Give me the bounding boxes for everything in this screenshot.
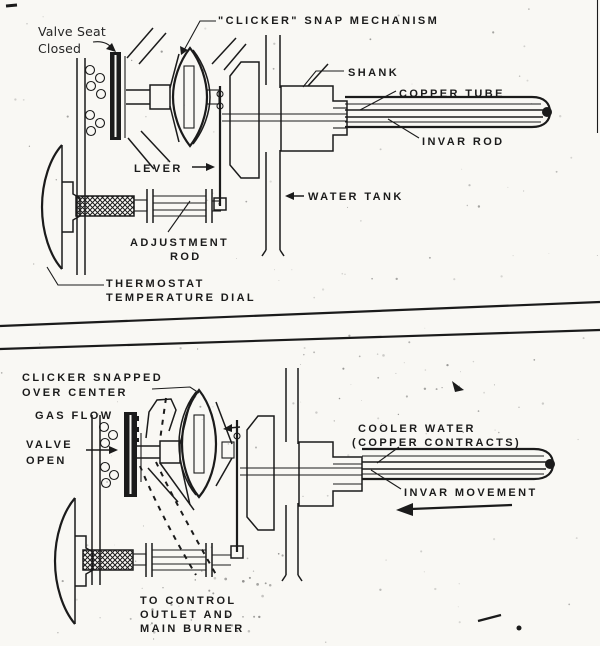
shank-assembly-bottom (246, 415, 363, 531)
lever (213, 86, 227, 211)
valve-stem (126, 53, 180, 143)
cooler-water-leader (376, 446, 400, 464)
valve-open-label-line2: OPEN (26, 455, 67, 467)
valve-seat-label-line1: Valve Seat (38, 24, 106, 39)
invar-movement-label: INVAR MOVEMENT (404, 487, 538, 499)
clicker-small-arrowhead-icon (223, 424, 232, 432)
to-control-label-line3: MAIN BURNER (140, 623, 245, 635)
valve-open-arrowhead-icon (109, 446, 118, 454)
cooler-water-label-line2: (COPPER CONTRACTS) (352, 437, 521, 449)
scan-artifacts (5, 0, 599, 631)
shank-label: SHANK (348, 67, 399, 79)
bottom-diagram-valve-open: CLICKER SNAPPED OVER CENTER GAS FLOW VAL… (22, 368, 555, 635)
valve-disc-open (124, 412, 142, 497)
valve-seat-label-line2: Closed (38, 41, 81, 56)
water-tank-wall-bottom (281, 368, 303, 582)
shank-leader (302, 70, 344, 88)
clicker-snapped-label-line1: CLICKER SNAPPED (22, 372, 163, 384)
water-tank-label: WATER TANK (308, 191, 404, 203)
top-diagram-valve-closed: Valve Seat Closed "CLICKER" SNAP MECHANI… (38, 15, 552, 304)
tube-tip-dot-bottom (545, 459, 555, 469)
gas-flow-label: GAS FLOW (35, 410, 113, 422)
bottom-leader-lines (86, 386, 513, 516)
valve-body-cutaway-lines (126, 27, 247, 170)
to-control-label-line1: TO CONTROL (140, 595, 237, 607)
thermostat-dial (40, 144, 81, 270)
lever-label: LEVER (134, 163, 183, 175)
thermostat-label-line1: THERMOSTAT (106, 278, 205, 290)
cooler-water-label-line1: COOLER WATER (358, 423, 476, 435)
valve-seat-closed (110, 52, 126, 140)
clicker-arrowhead-icon (180, 46, 188, 55)
clicker-snap-label: "CLICKER" SNAP MECHANISM (218, 15, 439, 27)
invar-push-rod-bottom (240, 467, 362, 476)
adjustment-leader (167, 200, 191, 233)
invar-rod-leader (387, 118, 420, 139)
thermostat-leader (46, 266, 104, 286)
invar-movement-leader (370, 469, 402, 490)
adjustment-label-line1: ADJUSTMENT (130, 237, 229, 249)
clicker-snapped-label-line2: OVER CENTER (22, 387, 128, 399)
invar-push-rod (222, 113, 347, 122)
invar-movement-arrow (410, 503, 513, 511)
clicker-snapped-leader (151, 386, 200, 394)
water-tank-arrowhead-icon (285, 192, 294, 200)
valve-spring-bottom (98, 421, 120, 489)
lever-bottom (230, 420, 244, 559)
to-control-label-line2: OUTLET AND (140, 609, 234, 621)
valve-seat-arrowhead-icon (106, 43, 116, 52)
adjustment-rod-assembly (75, 189, 221, 223)
adjustment-label-line2: ROD (170, 251, 202, 263)
clicker-disc (171, 46, 220, 148)
clicker-disc-snapped (178, 388, 235, 499)
gas-flow-dashed-lines (137, 397, 219, 579)
shank-assembly (229, 61, 348, 179)
lever-arrowhead-icon (206, 163, 215, 171)
valve-open-label-line1: VALVE (26, 439, 73, 451)
tube-tip-dot (542, 107, 552, 117)
copper-tube-bottom (362, 447, 555, 481)
valve-spring (84, 64, 107, 137)
water-tank-wall (261, 35, 285, 257)
thermostat-label-line2: TEMPERATURE DIAL (106, 292, 256, 304)
bracket-hook (145, 398, 195, 511)
copper-tube-leader (359, 90, 397, 111)
scan-noise (0, 8, 598, 644)
cursor-artifact-icon (452, 381, 464, 392)
copper-tube-label: COPPER TUBE (399, 88, 505, 100)
gas-manifold-wall (76, 58, 86, 275)
top-leader-lines (46, 20, 420, 286)
clicker-leader (182, 20, 216, 53)
invar-rod-label: INVAR ROD (422, 136, 505, 148)
copper-tube (345, 95, 552, 129)
panel-divider (0, 300, 600, 351)
adjustment-rod-assembly-bottom (82, 543, 231, 577)
invar-movement-arrowhead-icon (396, 503, 413, 516)
